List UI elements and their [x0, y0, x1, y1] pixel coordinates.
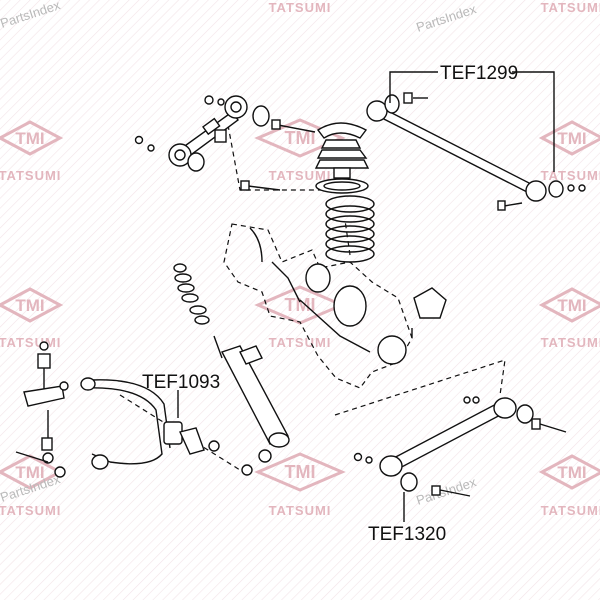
tatsumi-watermark: TATSUMI — [541, 168, 600, 183]
upper-control-arm-left — [134, 95, 316, 191]
tmi-logo-watermark: TMI — [254, 452, 346, 492]
tatsumi-watermark: TATSUMI — [269, 0, 332, 15]
tatsumi-watermark: TATSUMI — [269, 503, 332, 518]
svg-text:TMI: TMI — [15, 463, 44, 482]
rear-axle-housing — [223, 223, 447, 389]
lower-control-arm — [353, 396, 567, 497]
svg-text:TMI: TMI — [557, 463, 586, 482]
tmi-logo-watermark: TMI — [0, 120, 64, 156]
svg-text:TMI: TMI — [285, 295, 316, 315]
tatsumi-watermark: TATSUMI — [269, 335, 332, 350]
svg-text:TMI: TMI — [15, 129, 44, 148]
part-number-label[interactable]: TEF1299 — [440, 63, 518, 84]
tmi-logo-watermark: TMI — [0, 287, 64, 323]
tmi-logo-watermark: TMI — [538, 287, 600, 323]
svg-text:TMI: TMI — [557, 129, 586, 148]
tmi-logo-watermark: TMI — [538, 454, 600, 490]
tatsumi-watermark: TATSUMI — [269, 168, 332, 183]
shock-absorber — [173, 263, 290, 476]
svg-text:TMI: TMI — [285, 128, 316, 148]
tatsumi-watermark: TATSUMI — [0, 503, 61, 518]
tmi-logo-watermark: TMI — [538, 120, 600, 156]
tatsumi-watermark: TATSUMI — [541, 335, 600, 350]
diagram-drawing — [15, 92, 586, 497]
part-number-label[interactable]: TEF1093 — [142, 372, 220, 393]
stabilizer-bar — [80, 377, 220, 470]
callout-tef1320: TEF1320 — [368, 492, 446, 545]
tatsumi-watermark: TATSUMI — [541, 0, 600, 15]
callout-tef1299: TEF1299 — [389, 63, 555, 172]
part-number-label[interactable]: TEF1320 — [368, 524, 446, 545]
lateral-control-rod — [366, 92, 586, 211]
tatsumi-watermark: TATSUMI — [0, 168, 61, 183]
coil-spring-assembly — [314, 122, 375, 263]
svg-text:TMI: TMI — [15, 296, 44, 315]
stabilizer-link — [15, 341, 69, 478]
callout-tef1093: TEF1093 — [142, 372, 220, 418]
svg-text:TMI: TMI — [557, 296, 586, 315]
tatsumi-watermark: TATSUMI — [541, 503, 600, 518]
svg-text:TMI: TMI — [285, 462, 316, 482]
tatsumi-watermark: TATSUMI — [0, 335, 61, 350]
